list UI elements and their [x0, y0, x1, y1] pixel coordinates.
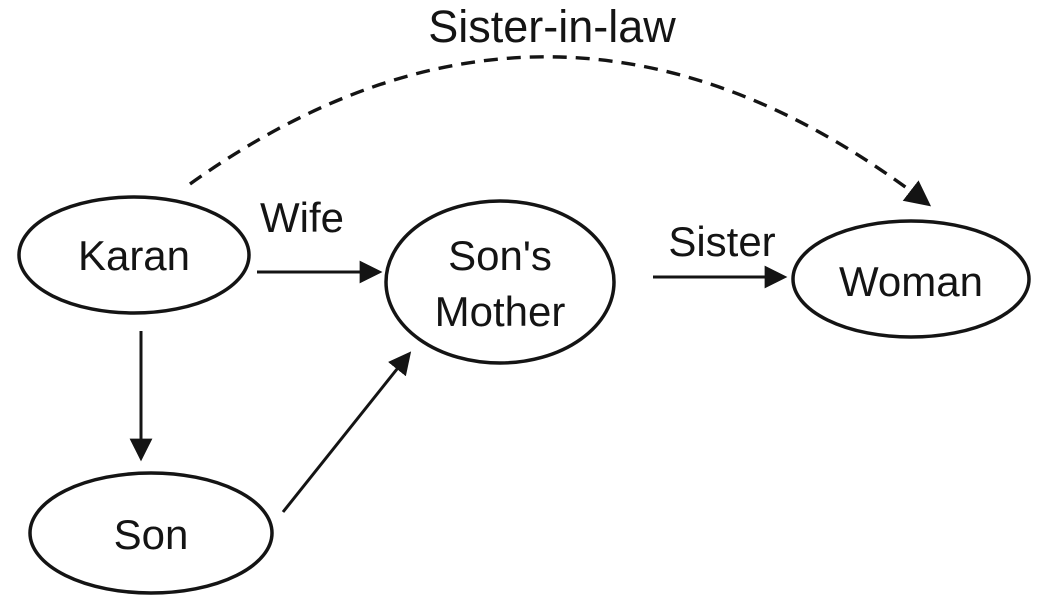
sons-mother-ellipse: [384, 199, 616, 365]
son-to-mother-arrow: [281, 351, 412, 513]
woman-label: Woman: [839, 258, 983, 305]
edge-sister-in-law: Sister-in-law: [189, 1, 932, 207]
sister-in-law-label: Sister-in-law: [428, 1, 676, 52]
sister-label: Sister: [668, 218, 775, 265]
son-ellipse: [28, 471, 274, 595]
sister-in-law-dashed-arrow: [189, 55, 932, 207]
karan-ellipse: [17, 195, 251, 315]
edge-wife: Wife: [257, 194, 383, 284]
sons-mother-label-line1: Son's: [448, 232, 552, 279]
node-karan: Karan: [17, 195, 251, 315]
node-son: Son: [28, 471, 274, 595]
karan-label: Karan: [78, 232, 190, 279]
son-label: Son: [114, 511, 189, 558]
edge-sister: Sister: [653, 218, 788, 289]
node-sons-mother: Son's Mother: [384, 199, 616, 365]
node-woman: Woman: [791, 219, 1031, 339]
woman-ellipse: [791, 219, 1031, 339]
sons-mother-label-line2: Mother: [435, 288, 566, 335]
edge-son-to-mother: [281, 351, 412, 513]
wife-label: Wife: [260, 194, 344, 241]
